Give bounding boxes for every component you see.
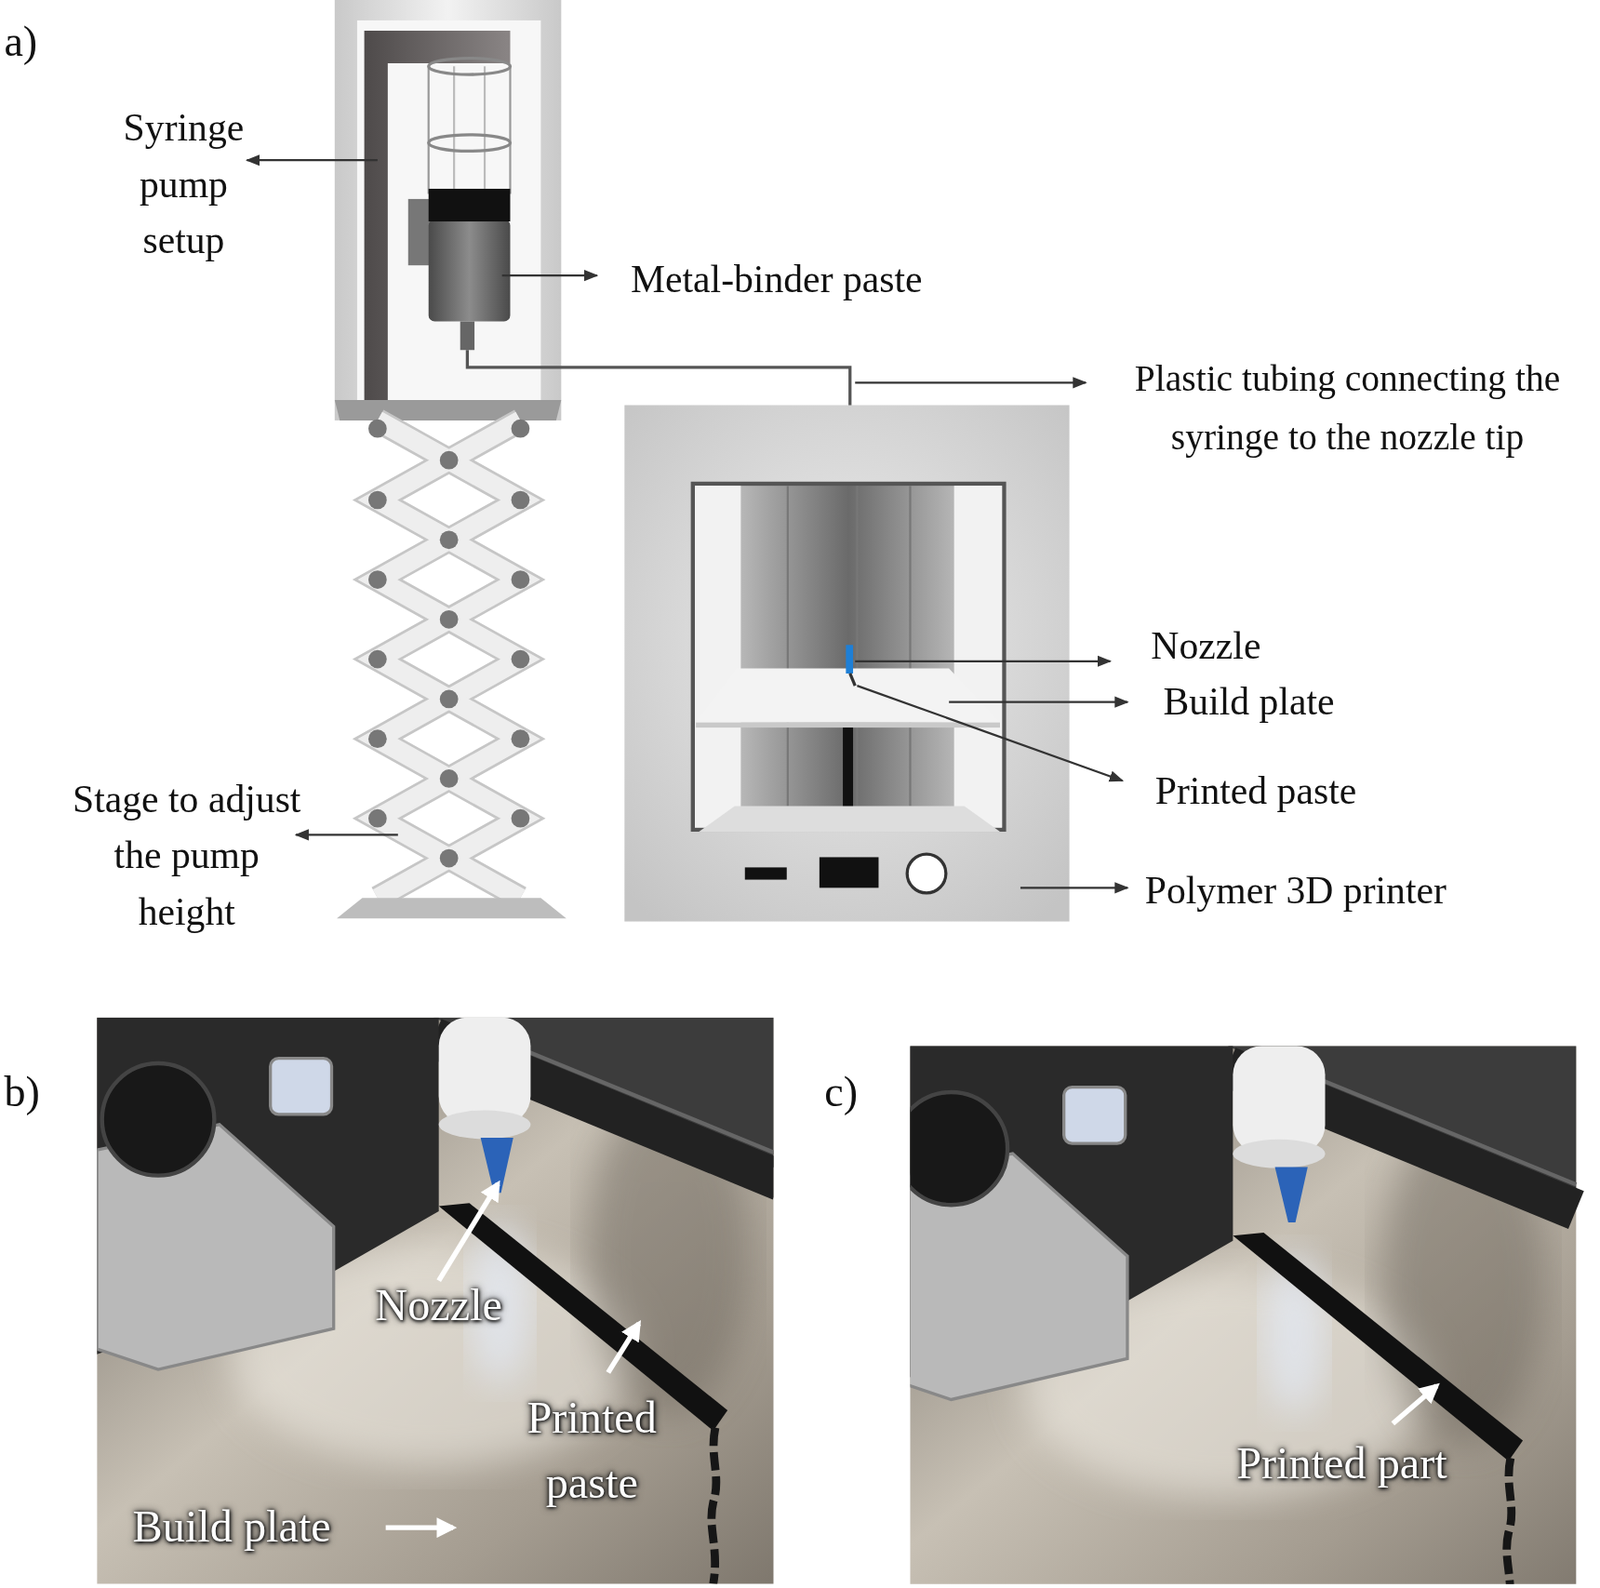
syringe-flange bbox=[428, 134, 511, 152]
syringe-clamp bbox=[408, 199, 431, 266]
part-label: Plastic tubing connecting the syringe to… bbox=[1100, 349, 1596, 467]
leader-lines bbox=[246, 160, 1128, 888]
syringe-wall bbox=[508, 66, 511, 194]
scissor-stage bbox=[336, 419, 567, 919]
photo-b bbox=[96, 1017, 774, 1585]
photo-label: Printed part bbox=[1188, 1431, 1495, 1497]
pivots bbox=[368, 419, 530, 868]
polymer-printer bbox=[624, 404, 1069, 921]
printer-display bbox=[819, 856, 880, 888]
printer-slot bbox=[745, 866, 787, 880]
leader-arrow bbox=[854, 660, 1110, 663]
photo-arrow bbox=[439, 1183, 499, 1280]
scissor-arm bbox=[377, 420, 521, 898]
z-rod bbox=[842, 727, 854, 810]
build-plate-edge bbox=[695, 722, 1000, 728]
syringe-pump bbox=[334, 0, 562, 421]
printer-opening bbox=[691, 481, 1007, 832]
panel-letter: a) bbox=[3, 16, 66, 68]
photo-label: Printed paste bbox=[490, 1386, 694, 1517]
syringe-barrel bbox=[428, 219, 511, 322]
scissor-arm bbox=[377, 420, 521, 898]
printer-button bbox=[906, 853, 947, 894]
stage-base bbox=[336, 897, 567, 919]
scissor-arm bbox=[377, 420, 521, 898]
printer-body bbox=[624, 404, 1069, 921]
chamber-side bbox=[694, 485, 741, 827]
pump-panel bbox=[357, 20, 541, 400]
leader-arrow bbox=[856, 685, 1122, 781]
printer-chamber bbox=[694, 485, 1002, 827]
photo-label: Nozzle bbox=[336, 1273, 541, 1339]
scissor-arm bbox=[377, 420, 521, 898]
chamber-line bbox=[786, 485, 789, 806]
panel-letter: c) bbox=[824, 1066, 886, 1118]
photo-label: Build plate bbox=[133, 1494, 378, 1560]
part-label: Nozzle bbox=[1150, 617, 1355, 674]
leader-arrow bbox=[1020, 886, 1128, 889]
chamber-side bbox=[954, 485, 1003, 827]
panel-letter: b) bbox=[3, 1066, 66, 1118]
photo-arrow bbox=[608, 1323, 640, 1374]
part-label: Polymer 3D printer bbox=[1145, 862, 1513, 919]
printed-paste bbox=[850, 673, 855, 686]
chamber-line bbox=[855, 485, 858, 806]
photo-arrow bbox=[1392, 1386, 1437, 1425]
leader-arrow bbox=[854, 381, 1086, 384]
printer-floor bbox=[698, 806, 1000, 832]
build-plate bbox=[695, 667, 1000, 722]
photo-arrow bbox=[386, 1524, 454, 1530]
leader-arrow bbox=[246, 159, 377, 161]
pump-bracket bbox=[364, 30, 511, 400]
syringe-tip bbox=[460, 321, 475, 351]
plunger-rod bbox=[483, 66, 486, 189]
syringe-wall bbox=[427, 66, 430, 194]
leader-arrow bbox=[948, 701, 1128, 704]
pump-base bbox=[334, 400, 562, 421]
photo-c bbox=[909, 1045, 1576, 1584]
part-label: Metal-binder paste bbox=[630, 251, 999, 307]
part-label: Build plate bbox=[1163, 673, 1429, 730]
leader-arrow bbox=[502, 274, 598, 277]
leader-arrow bbox=[295, 833, 399, 836]
part-label: Stage to adjust the pump height bbox=[69, 771, 305, 940]
part-label: Printed paste bbox=[1155, 763, 1462, 820]
pump-frame bbox=[334, 0, 562, 421]
chamber-line bbox=[908, 485, 911, 806]
nozzle bbox=[845, 644, 854, 674]
paste-layer bbox=[428, 188, 511, 222]
plunger-rod bbox=[453, 66, 455, 189]
part-label: Syringe pump setup bbox=[96, 100, 270, 269]
plunger-top bbox=[428, 58, 511, 76]
